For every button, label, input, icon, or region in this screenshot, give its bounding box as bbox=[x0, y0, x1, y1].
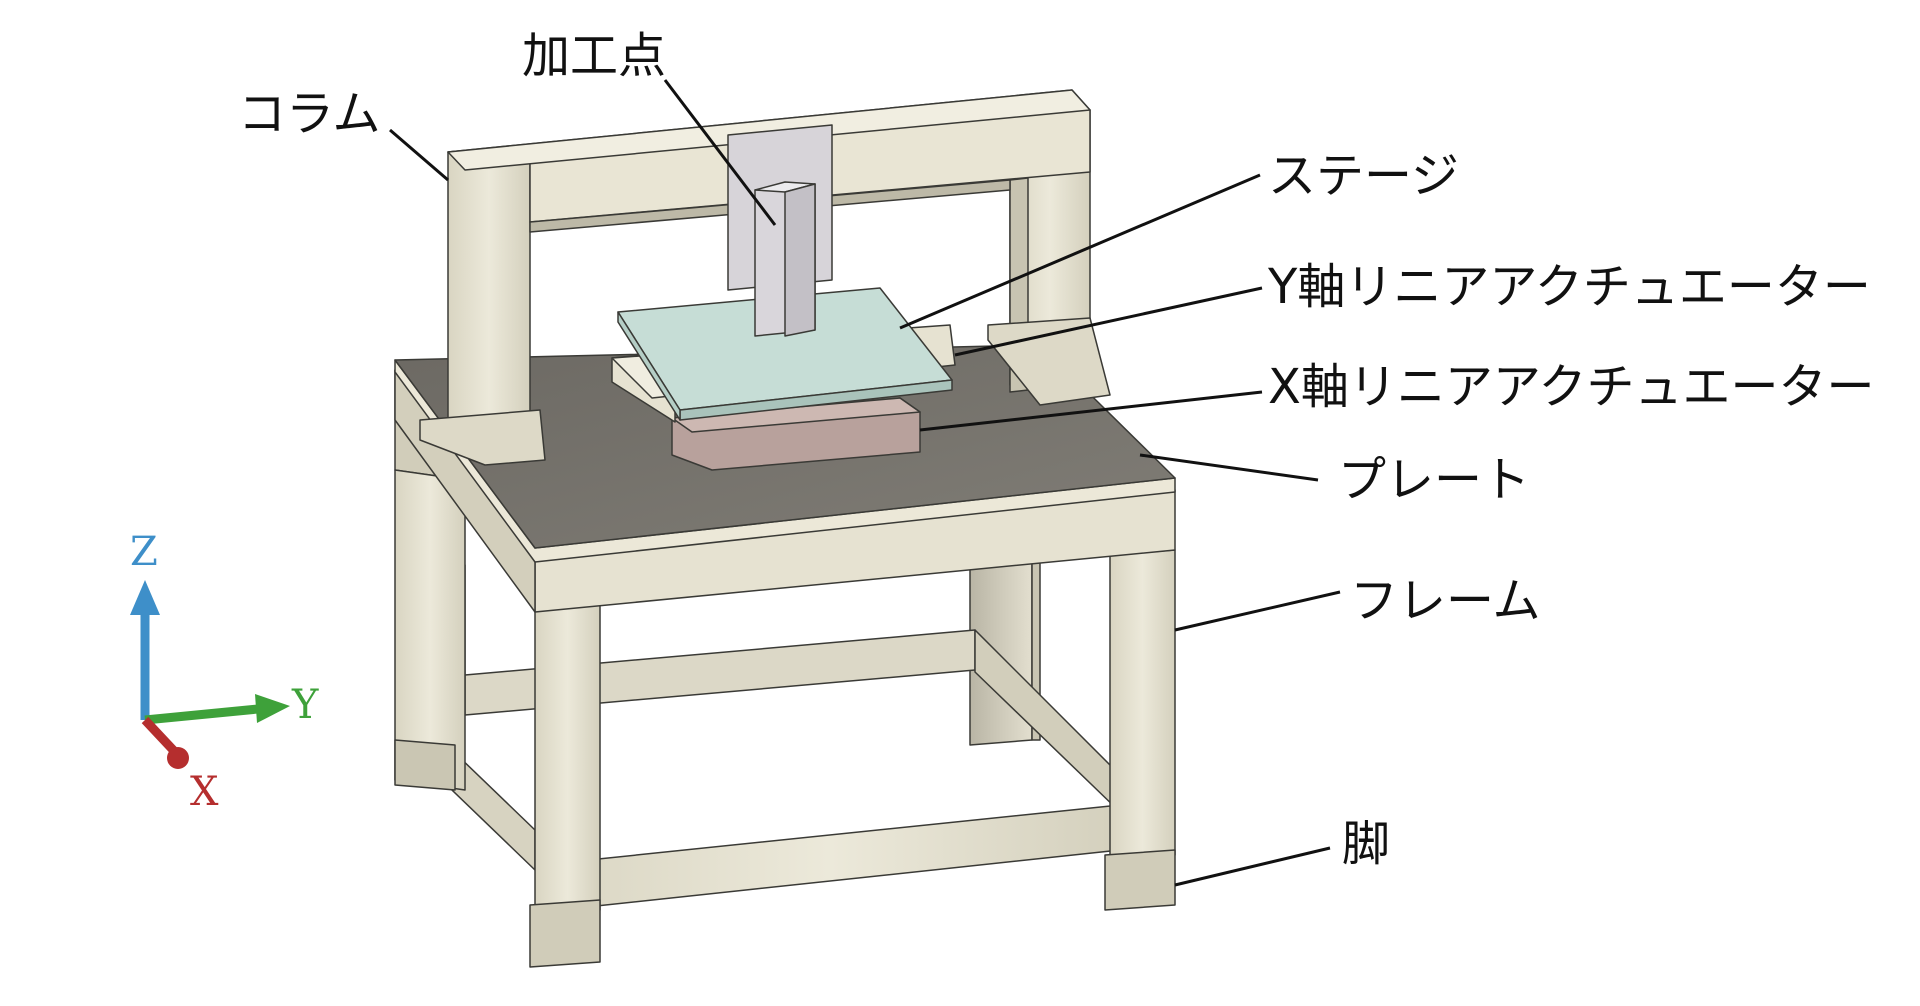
y-axis-shaft bbox=[144, 704, 259, 725]
z-axis-label: Z bbox=[130, 529, 158, 575]
processing-head bbox=[727, 124, 833, 337]
column-left-post bbox=[447, 144, 531, 426]
front-left-leg bbox=[529, 604, 601, 968]
leader-frame bbox=[1174, 590, 1341, 632]
label-column: コラム bbox=[238, 86, 381, 142]
label-processing-point: 加工点 bbox=[522, 28, 666, 84]
labels: 加工点 コラム ステージ Y軸リニアアクチュエーター X軸リニアアクチュエーター… bbox=[238, 28, 1874, 872]
leader-column bbox=[389, 128, 449, 182]
x-axis-label: X bbox=[190, 769, 219, 815]
label-plate: プレート bbox=[1338, 452, 1530, 508]
leader-stage bbox=[899, 173, 1261, 330]
y-axis-arrowhead bbox=[255, 694, 290, 723]
x-axis-shaft bbox=[141, 716, 179, 756]
x-axis-actuator bbox=[671, 397, 921, 471]
column-beam-top bbox=[447, 89, 1091, 171]
column-left-foot bbox=[419, 409, 546, 466]
machine bbox=[394, 89, 1176, 968]
label-stage: ステージ bbox=[1268, 148, 1459, 204]
label-frame: フレーム bbox=[1350, 573, 1541, 629]
leader-leg bbox=[1174, 846, 1331, 887]
leader-y-actuator bbox=[954, 286, 1263, 357]
axis-triad: Z Y X bbox=[130, 529, 319, 815]
front-lower-rail bbox=[539, 804, 1121, 913]
front-right-leg bbox=[1104, 549, 1176, 911]
label-x-actuator: X軸リニアアクチュエーター bbox=[1268, 359, 1874, 415]
leader-processing-point bbox=[663, 79, 777, 226]
x-axis-end bbox=[167, 747, 189, 769]
leader-plate bbox=[1139, 453, 1319, 482]
leader-lines bbox=[389, 79, 1341, 887]
leader-x-actuator bbox=[919, 390, 1263, 432]
y-axis-label: Y bbox=[291, 682, 319, 728]
label-leg: 脚 bbox=[1342, 816, 1390, 872]
stage bbox=[617, 287, 953, 421]
label-y-actuator: Y軸リニアアクチュエーター bbox=[1267, 259, 1871, 315]
z-axis-arrowhead bbox=[130, 580, 160, 615]
